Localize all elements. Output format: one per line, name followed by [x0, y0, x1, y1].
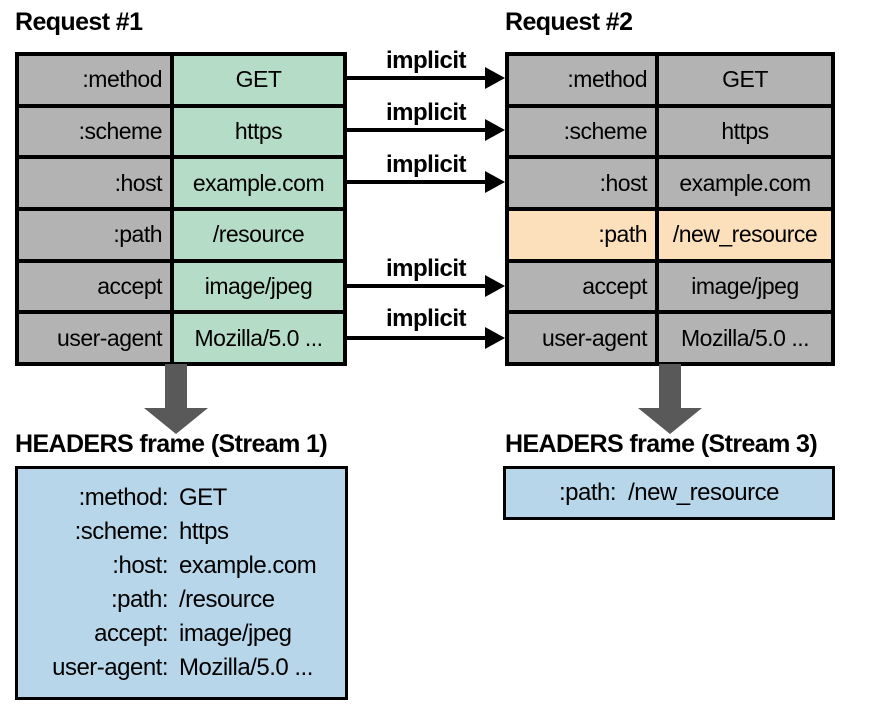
down-arrow-right-head-icon	[638, 408, 702, 434]
frame-entry-value: /resource	[179, 586, 275, 613]
frame-stream1-box: :method: GET :scheme: https :host: examp…	[15, 466, 348, 700]
frame-entry-key: :method:	[78, 484, 169, 511]
header-key-cell: user-agent	[507, 312, 657, 364]
frame-stream1-title: HEADERS frame (Stream 1)	[15, 430, 328, 458]
header-key-cell: :host	[17, 157, 172, 209]
implicit-label: implicit	[385, 151, 467, 178]
implicit-label: implicit	[385, 99, 467, 126]
header-value-cell: image/jpeg	[172, 260, 345, 313]
implicit-arrow-line	[347, 284, 487, 288]
header-value-cell: example.com	[172, 157, 345, 209]
frame-entry: accept: image/jpeg	[18, 617, 345, 651]
header-key-cell: accept	[507, 260, 657, 313]
frame-entry-key: :host:	[112, 552, 168, 579]
header-key-cell: :host	[507, 157, 657, 209]
frame-entry-key: accept:	[94, 620, 168, 647]
header-value-cell: https	[657, 105, 833, 158]
frame-entry: :scheme: https	[18, 515, 345, 549]
header-key-cell: user-agent	[17, 312, 172, 364]
frame-entry-key: user-agent:	[52, 654, 168, 681]
header-key-cell: :scheme	[507, 105, 657, 158]
implicit-label: implicit	[385, 305, 467, 332]
implicit-arrow-head-icon	[485, 119, 505, 141]
frame-entry-value: /new_resource	[628, 479, 779, 506]
implicit-arrow-head-icon	[485, 171, 505, 193]
frame-entry-key: :path:	[559, 479, 617, 506]
request1-table: :method GET :scheme https :host example.…	[15, 52, 347, 366]
frame-entry-value: Mozilla/5.0 ...	[179, 654, 313, 681]
implicit-label: implicit	[385, 47, 467, 74]
header-key-cell: :method	[507, 54, 657, 106]
frame-entry: :path: /new_resource	[559, 476, 779, 510]
implicit-arrow-line	[347, 180, 487, 184]
frame-entry-value: example.com	[179, 552, 317, 579]
frame-entry: user-agent: Mozilla/5.0 ...	[18, 651, 345, 685]
frame-entry-value: image/jpeg	[179, 620, 292, 647]
frame-entry: :path: /resource	[18, 583, 345, 617]
implicit-arrow-line	[347, 76, 487, 80]
implicit-label: implicit	[385, 255, 467, 282]
frame-stream3-box: :path: /new_resource	[503, 466, 835, 520]
header-key-cell-highlighted: :path	[507, 209, 657, 261]
header-value-cell: GET	[172, 54, 345, 106]
header-value-cell: Mozilla/5.0 ...	[657, 312, 833, 364]
header-value-cell: /resource	[172, 209, 345, 261]
frame-entry: :method: GET	[18, 481, 345, 515]
request1-title: Request #1	[15, 8, 143, 36]
header-key-cell: :path	[17, 209, 172, 261]
frame-entry: :host: example.com	[18, 549, 345, 583]
header-value-cell: example.com	[657, 157, 833, 209]
implicit-arrow-line	[347, 336, 487, 340]
request2-title: Request #2	[505, 8, 633, 36]
implicit-arrow-head-icon	[485, 327, 505, 349]
request2-table: :method GET :scheme https :host example.…	[505, 52, 835, 366]
frame-entry-key: :scheme:	[74, 518, 169, 545]
implicit-arrow-line	[347, 128, 487, 132]
frame-entry-key: :path:	[110, 586, 169, 613]
down-arrow-left-shaft	[165, 364, 187, 408]
implicit-arrow-head-icon	[485, 275, 505, 297]
header-value-cell: GET	[657, 54, 833, 106]
down-arrow-left-head-icon	[144, 408, 208, 434]
frame-entry-value: https	[179, 518, 229, 545]
header-key-cell: :scheme	[17, 105, 172, 158]
frame-entry-value: GET	[179, 484, 227, 511]
header-value-cell: image/jpeg	[657, 260, 833, 313]
down-arrow-right-shaft	[659, 364, 681, 408]
header-value-cell: https	[172, 105, 345, 158]
header-value-cell: Mozilla/5.0 ...	[172, 312, 345, 364]
header-value-cell-highlighted: /new_resource	[657, 209, 833, 261]
implicit-arrow-head-icon	[485, 67, 505, 89]
header-key-cell: accept	[17, 260, 172, 313]
frame-stream3-title: HEADERS frame (Stream 3)	[505, 430, 818, 458]
header-key-cell: :method	[17, 54, 172, 106]
